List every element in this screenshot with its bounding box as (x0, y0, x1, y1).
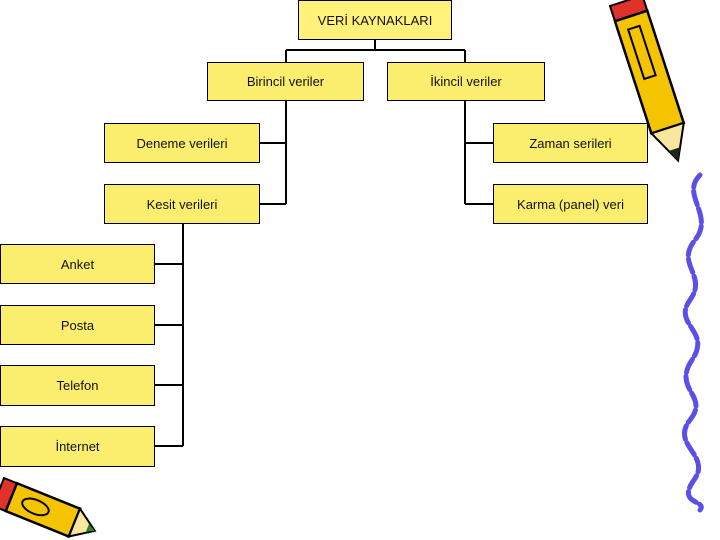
experiment-data-label: Deneme verileri (136, 136, 227, 151)
mail-label: Posta (61, 318, 94, 333)
primary-data-label: Birincil veriler (247, 74, 324, 89)
mail-node: Posta (0, 305, 155, 345)
internet-node: İnternet (0, 426, 155, 467)
panel-data-label: Karma (panel) veri (517, 197, 624, 212)
root-label: VERİ KAYNAKLARI (318, 13, 433, 28)
survey-label: Anket (61, 257, 94, 272)
survey-node: Anket (0, 244, 155, 284)
root-node: VERİ KAYNAKLARI (298, 0, 452, 40)
secondary-data-label: İkincil veriler (430, 74, 502, 89)
pencil-icon (0, 478, 100, 540)
time-series-node: Zaman serileri (493, 123, 648, 163)
primary-data-node: Birincil veriler (207, 62, 364, 101)
secondary-data-node: İkincil veriler (387, 62, 545, 101)
phone-node: Telefon (0, 365, 155, 406)
time-series-label: Zaman serileri (529, 136, 611, 151)
cross-section-data-node: Kesit verileri (104, 184, 260, 224)
panel-data-node: Karma (panel) veri (493, 184, 648, 224)
experiment-data-node: Deneme verileri (104, 123, 260, 163)
phone-label: Telefon (57, 378, 99, 393)
internet-label: İnternet (55, 439, 99, 454)
cross-section-data-label: Kesit verileri (147, 197, 218, 212)
squiggle-line (684, 175, 701, 510)
